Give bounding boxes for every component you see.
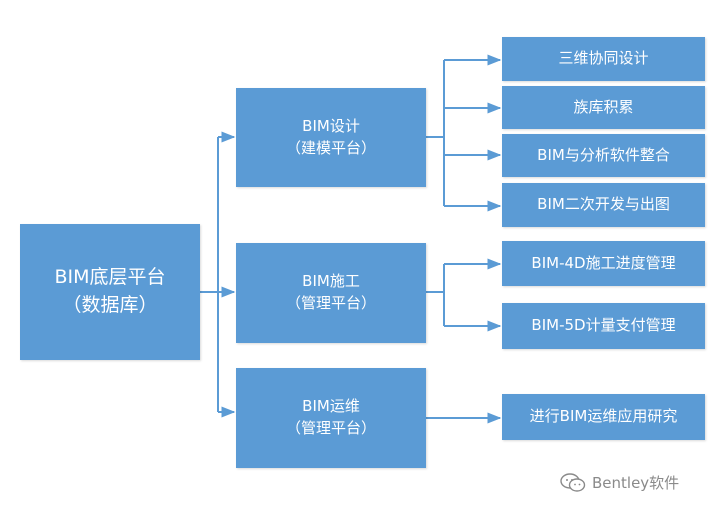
leaf-node-label: BIM二次开发与出图 xyxy=(537,195,670,214)
leaf-node-4d-schedule: BIM-4D施工进度管理 xyxy=(502,241,705,286)
watermark: Bentley软件 xyxy=(560,472,679,493)
leaf-node-family-library: 族库积累 xyxy=(502,86,705,129)
branch-node-bim-construction: BIM施工 （管理平台） xyxy=(236,243,426,343)
leaf-node-label: BIM-4D施工进度管理 xyxy=(531,253,676,272)
root-node-bim-base-platform: BIM底层平台 （数据库） xyxy=(20,224,200,360)
branch-node-subtitle: （管理平台） xyxy=(285,419,376,437)
leaf-node-analysis-integration: BIM与分析软件整合 xyxy=(502,134,705,177)
leaf-node-label: 族库积累 xyxy=(573,97,634,116)
root-node-title: BIM底层平台 xyxy=(54,266,166,289)
root-node-subtitle: （数据库） xyxy=(62,294,158,316)
branch-node-title: BIM施工 xyxy=(302,272,360,291)
branch-node-subtitle: （管理平台） xyxy=(285,294,376,312)
leaf-node-3d-collaborative-design: 三维协同设计 xyxy=(502,37,705,81)
branch-node-subtitle: （建模平台） xyxy=(285,138,376,157)
leaf-node-label: 三维协同设计 xyxy=(558,49,649,68)
leaf-node-5d-cost: BIM-5D计量支付管理 xyxy=(502,303,705,349)
leaf-node-label: 进行BIM运维应用研究 xyxy=(529,407,678,426)
leaf-node-secondary-development: BIM二次开发与出图 xyxy=(502,183,705,227)
branch-node-bim-operation: BIM运维 （管理平台） xyxy=(236,368,426,468)
branch-node-title: BIM设计 xyxy=(302,116,360,135)
leaf-node-operation-research: 进行BIM运维应用研究 xyxy=(502,394,705,440)
branch-node-bim-design: BIM设计 （建模平台） xyxy=(236,88,426,187)
branch-node-title: BIM运维 xyxy=(302,397,360,416)
wechat-icon xyxy=(560,472,586,492)
watermark-text: Bentley软件 xyxy=(592,474,680,492)
leaf-node-label: BIM与分析软件整合 xyxy=(537,145,670,164)
leaf-node-label: BIM-5D计量支付管理 xyxy=(531,316,676,335)
